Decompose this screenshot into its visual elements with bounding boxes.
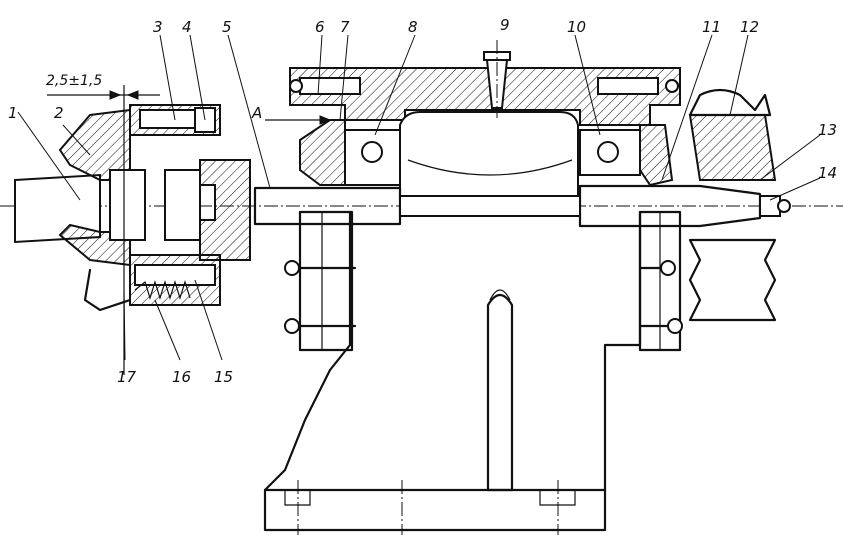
callout-17: 17	[117, 368, 137, 386]
callout-5: 5	[222, 18, 232, 36]
callout-labels: 1 2 3 4 5 6 7 8 9 10 11 12 13 14 15 16 1…	[8, 16, 837, 386]
housing	[263, 210, 683, 535]
callout-11: 11	[702, 18, 721, 36]
bearing-housing-section	[289, 40, 681, 213]
section-mark-a: A	[251, 104, 262, 122]
callout-12: 12	[740, 18, 759, 36]
coupling-assembly	[14, 85, 332, 375]
gap-dimension-label: 2,5±1,5	[46, 73, 102, 89]
v-belt-pulley	[688, 88, 777, 322]
main-shaft	[0, 184, 843, 228]
callout-16: 16	[172, 368, 191, 386]
callout-10: 10	[567, 18, 586, 36]
callout-9: 9	[500, 16, 510, 34]
callout-6: 6	[315, 18, 325, 36]
callout-2: 2	[54, 104, 64, 122]
leader-lines	[17, 34, 821, 361]
callout-4: 4	[182, 18, 192, 36]
callout-14: 14	[818, 164, 837, 182]
callout-3: 3	[153, 18, 163, 36]
callout-8: 8	[408, 18, 418, 36]
callout-1: 1	[8, 104, 18, 122]
callout-15: 15	[214, 368, 233, 386]
callout-7: 7	[340, 18, 350, 36]
callout-13: 13	[818, 121, 837, 139]
